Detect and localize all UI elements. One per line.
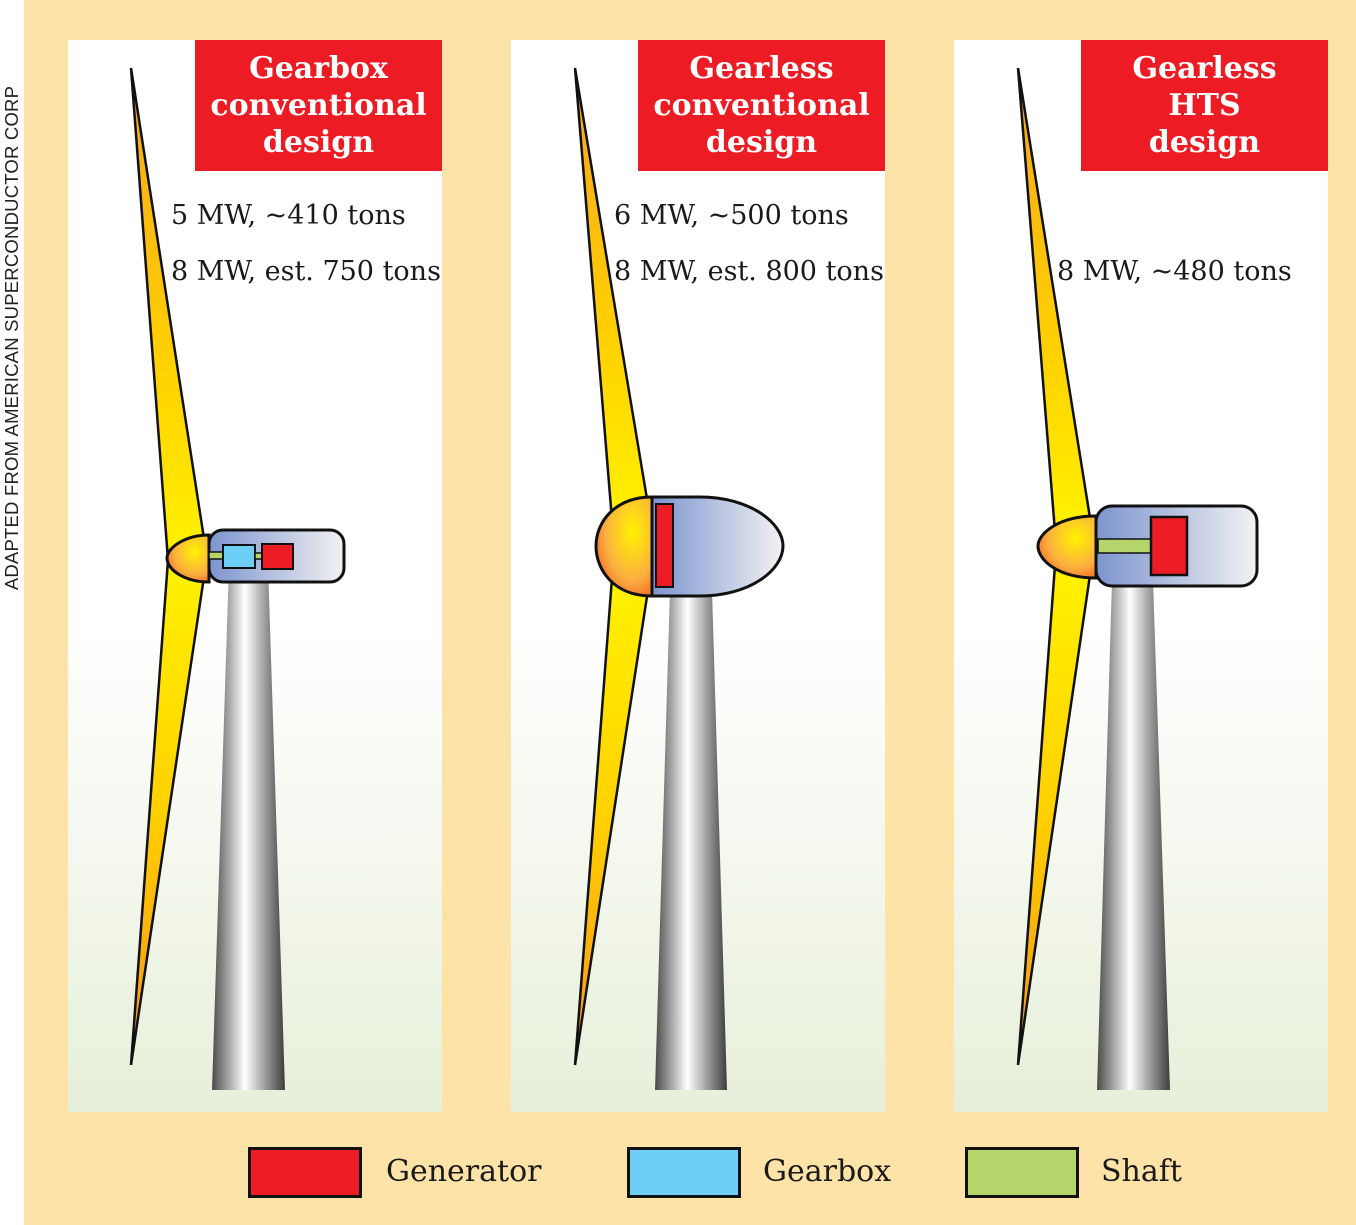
generator xyxy=(655,503,674,588)
title-line-2: conventional xyxy=(210,88,427,123)
title-line-1: Gearless xyxy=(689,51,834,86)
panel-title: Gearless conventional design xyxy=(638,40,885,171)
blade-lower xyxy=(1016,563,1092,1066)
shaft-swatch xyxy=(965,1147,1079,1198)
nacelle xyxy=(650,495,785,598)
gearbox-swatch xyxy=(627,1147,741,1198)
credit-strip: ADAPTED FROM AMERICAN SUPERCONDUCTOR COR… xyxy=(0,0,24,1225)
turbine-illustration xyxy=(129,67,346,1090)
spec-6mw: 6 MW, ~500 tons xyxy=(614,200,849,231)
generator xyxy=(261,543,294,570)
title-line-3: design xyxy=(262,125,375,160)
spec-8mw: 8 MW, est. 750 tons xyxy=(171,256,441,287)
panel-title: Gearbox conventional design xyxy=(195,40,442,171)
tower xyxy=(212,565,285,1090)
spec-8mw: 8 MW, est. 800 tons xyxy=(614,256,884,287)
title-line-2: HTS xyxy=(1168,88,1241,123)
panel-gearbox-conventional: Gearbox conventional design 5 MW, ~410 t… xyxy=(68,40,442,1112)
hub xyxy=(1036,514,1098,580)
generator-swatch xyxy=(248,1147,362,1198)
image-credit: ADAPTED FROM AMERICAN SUPERCONDUCTOR COR… xyxy=(1,85,22,591)
spec-8mw: 8 MW, ~480 tons xyxy=(1057,256,1292,287)
blade-upper xyxy=(129,67,207,562)
generator xyxy=(1149,515,1189,577)
tower xyxy=(1097,580,1170,1090)
panel-gearless-conventional: Gearless conventional design 6 MW, ~500 … xyxy=(511,40,885,1112)
title-line-3: design xyxy=(705,125,818,160)
panel-gearless-hts: Gearless HTS design 8 MW, ~480 tons xyxy=(954,40,1328,1112)
title-line-1: Gearbox xyxy=(249,51,388,86)
blade-lower xyxy=(573,576,650,1066)
legend-label: Generator xyxy=(386,1154,542,1189)
title-line-2: conventional xyxy=(653,88,870,123)
blade-lower xyxy=(129,558,207,1066)
legend-label: Gearbox xyxy=(763,1154,892,1189)
shaft-link xyxy=(254,552,263,560)
turbine-illustration xyxy=(1016,67,1259,1090)
title-line-1: Gearless xyxy=(1132,51,1277,86)
panel-title: Gearless HTS design xyxy=(1081,40,1328,171)
gearbox xyxy=(222,544,256,569)
legend-label: Shaft xyxy=(1101,1154,1182,1189)
hub xyxy=(594,495,654,598)
blade-upper xyxy=(1016,67,1092,534)
title-line-3: design xyxy=(1148,125,1261,160)
turbine-illustration xyxy=(573,67,785,1090)
hub xyxy=(165,533,211,584)
tower xyxy=(655,590,727,1090)
spec-5mw: 5 MW, ~410 tons xyxy=(171,200,406,231)
shaft xyxy=(1097,538,1153,554)
